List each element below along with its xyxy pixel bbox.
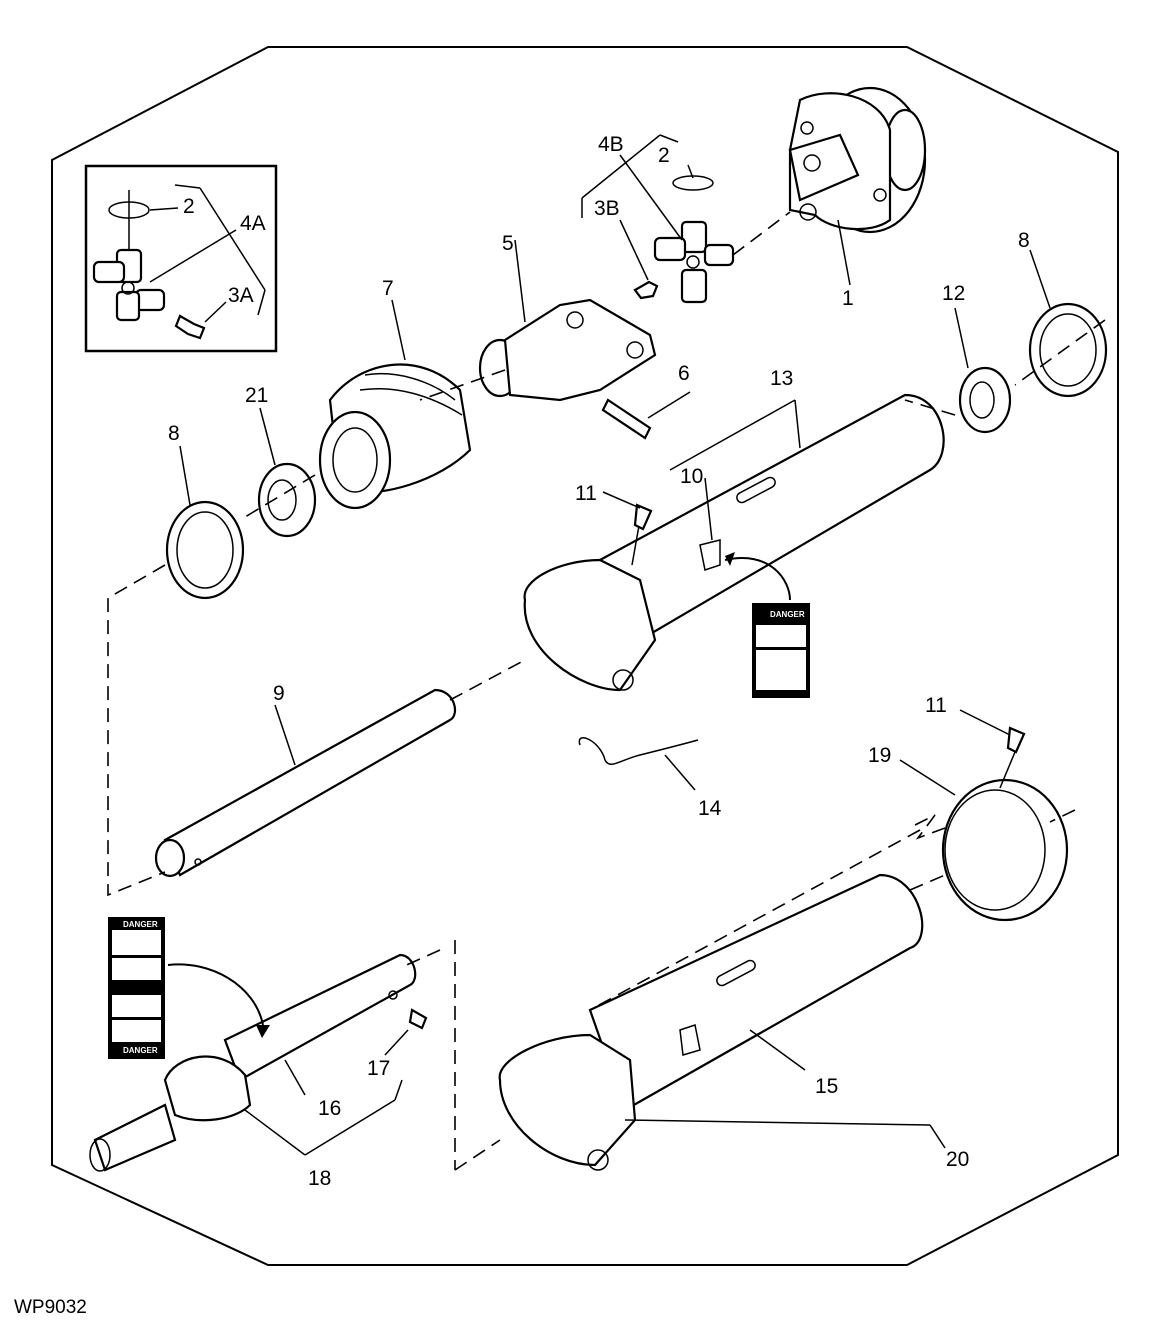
centerline-middle — [449, 659, 526, 701]
part-16-inner-tube — [223, 953, 417, 1096]
part-15-outer-tube — [498, 873, 946, 1171]
callout-13: 13 — [770, 367, 793, 390]
decal-text: DANGER — [123, 920, 158, 929]
callout-19: 19 — [868, 744, 891, 767]
callout-12: 12 — [942, 282, 965, 305]
danger-decal-center: DANGER — [724, 552, 810, 698]
part-9-inner-shaft — [154, 688, 457, 878]
callout-4b: 4B — [598, 133, 624, 156]
decal-text: DANGER — [770, 610, 805, 619]
callout-7: 7 — [382, 277, 394, 300]
centerline-upper — [107, 319, 1106, 897]
part-8-ring-left — [165, 445, 245, 600]
part-5-inner-yoke — [478, 239, 657, 402]
callout-5: 5 — [502, 232, 514, 255]
decal-text: DANGER — [123, 1046, 158, 1055]
callout-20: 20 — [946, 1148, 969, 1171]
figure-id: WP9032 — [14, 1297, 87, 1318]
part-11-screw-right — [959, 709, 1026, 789]
part-12-seal — [954, 307, 1012, 434]
centerline-ring — [914, 814, 946, 840]
callout-11-right: 11 — [925, 694, 947, 717]
part-18-splined-yoke — [89, 1055, 403, 1172]
callout-11-left: 11 — [575, 482, 597, 505]
part-11-screw-left — [602, 491, 653, 531]
part-6-pin — [601, 391, 691, 440]
part-7-bellows-boot — [318, 299, 472, 510]
part-17-grease-fitting — [384, 1008, 428, 1056]
callout-1: 1 — [842, 287, 854, 310]
callout-2: 2 — [183, 195, 195, 218]
part-8-ring-right — [1028, 249, 1108, 398]
callout-21: 21 — [245, 384, 268, 407]
callout-10: 10 — [680, 465, 703, 488]
callout-2b: 2 — [658, 144, 670, 167]
part-21-seal — [257, 407, 317, 538]
octagon-border — [51, 46, 1119, 1266]
callout-6: 6 — [678, 362, 690, 385]
callout-17: 17 — [367, 1057, 390, 1080]
callout-18: 18 — [308, 1167, 331, 1190]
inset-detail-universal-joint — [92, 184, 266, 340]
callout-14: 14 — [698, 797, 722, 820]
part-13-outer-guard-tube — [523, 393, 945, 692]
callout-8-right: 8 — [1018, 229, 1030, 252]
callout-15: 15 — [815, 1075, 838, 1098]
part-1-yoke-flange — [788, 86, 927, 286]
callout-3a: 3A — [228, 284, 254, 307]
centerline-lower — [399, 809, 1076, 1171]
danger-decal-left: DANGER DANGER — [108, 917, 270, 1059]
callout-4a: 4A — [240, 212, 266, 235]
callout-3b: 3B — [594, 197, 620, 220]
callout-16: 16 — [318, 1097, 341, 1120]
callout-9: 9 — [273, 682, 285, 705]
callout-8-left: 8 — [168, 422, 180, 445]
inset-box — [84, 164, 278, 353]
part-14-chain — [578, 737, 699, 791]
part-19-guard-cone — [899, 759, 1069, 922]
part-4b-cross — [581, 134, 791, 304]
